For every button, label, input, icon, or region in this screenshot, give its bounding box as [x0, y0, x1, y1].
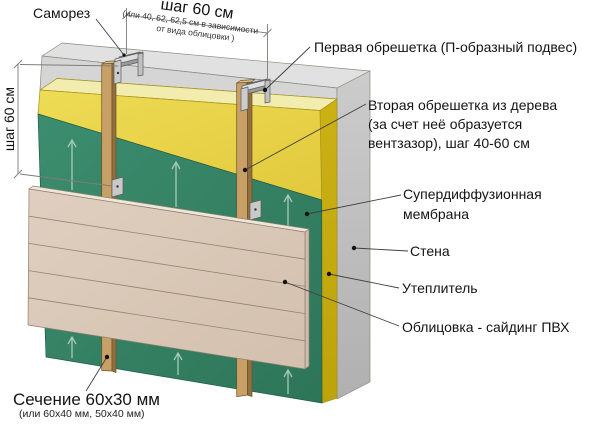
hanger-2-lower-plate: [249, 199, 262, 221]
label-section-note: (или 60x40 мм, 50x40 мм): [19, 408, 145, 420]
label-membrane-line1: Супердиффузионная: [403, 186, 542, 202]
label-section: Сечение 60x30 мм: [13, 390, 160, 409]
label-second-lathing-line1: Вторая обрешетка из дерева: [368, 97, 558, 113]
hanger-1-lower-plate: [111, 176, 124, 198]
label-membrane-line2: мембрана: [403, 206, 469, 222]
label-wall: Стена: [410, 243, 450, 259]
leader-lines: [85, 18, 409, 392]
dimension-top: [122, 8, 272, 80]
label-first-lathing: Первая обрешетка (П-образный подвес): [314, 39, 578, 55]
dimension-left: [13, 59, 119, 187]
label-second-lathing-line3: вентзазор), шаг 40-60 см: [368, 135, 530, 151]
label-insulation: Утеплитель: [402, 280, 478, 296]
label-second-lathing-line2: (за счет неё образуется: [368, 116, 523, 132]
siding-plank-lines: [28, 215, 306, 342]
label-cladding: Облицовка - сайдинг ПВХ: [402, 319, 570, 335]
vent-arrows: [67, 138, 293, 394]
hanger-2: [240, 78, 271, 112]
label-left-dimension: шаг 60 см: [1, 86, 17, 152]
siding-panel: [27, 185, 310, 370]
label-samorez: Саморез: [33, 5, 91, 21]
